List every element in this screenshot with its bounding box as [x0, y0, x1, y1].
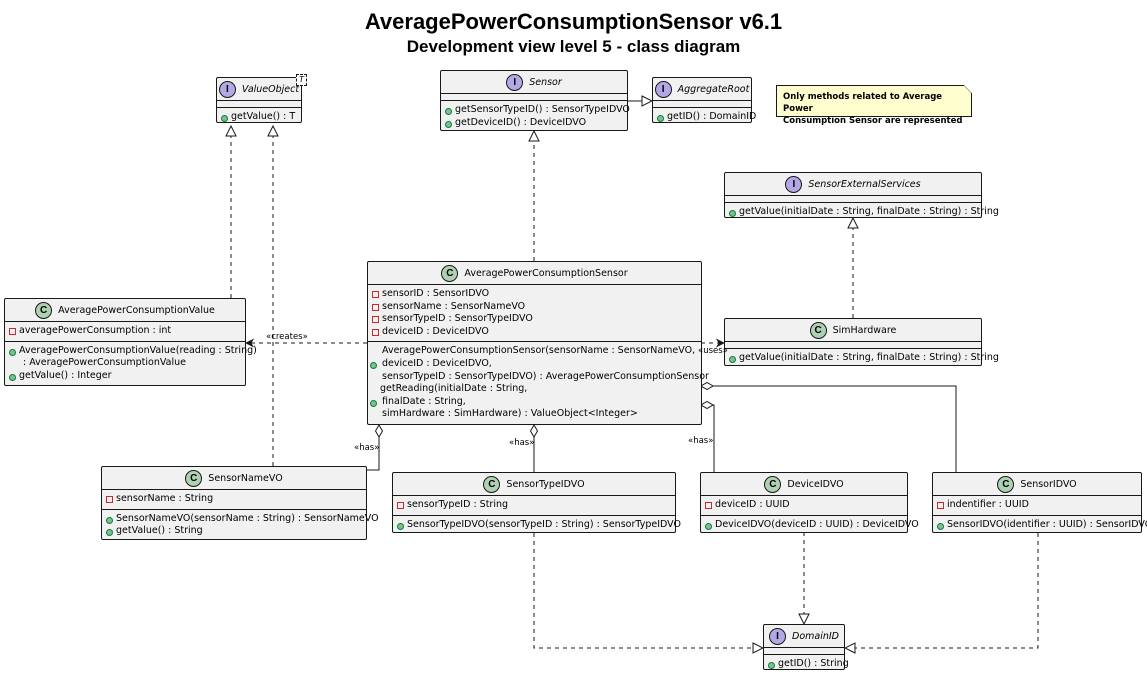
method-row: getID() : DomainID	[657, 111, 756, 124]
aggregation-sensoridvo	[701, 386, 957, 472]
note: Only methods related to Average Power Co…	[776, 85, 972, 126]
creates-label: «creates»	[266, 332, 308, 342]
method-row: getValue() : T	[221, 111, 297, 124]
method-row: getValue() : Integer	[9, 370, 241, 383]
method-line: AveragePowerConsumptionSensor(sensorName…	[382, 345, 696, 357]
class-name: AggregateRoot	[677, 83, 750, 95]
method-row: SensorIDVO(identifier : UUID) : SensorID…	[937, 519, 1147, 532]
method-line: getReading(initialDate : String,	[380, 383, 528, 395]
method-row: SensorNameVO(sensorName : String) : Sens…	[106, 513, 379, 526]
method-line: simHardware : SimHardware) : ValueObject…	[382, 408, 638, 420]
field-row: sensorID : SensorIDVO	[372, 288, 697, 301]
class-icon: C	[764, 475, 782, 493]
method-line: : AveragePowerConsumptionValue	[23, 357, 186, 369]
class-icon: C	[997, 475, 1015, 493]
field-row: sensorTypeID : SensorTypeIDVO	[372, 313, 697, 326]
class-name: DeviceIDVO	[787, 478, 844, 490]
field-row: sensorName : String	[106, 493, 362, 506]
aggregateroot-interface[interactable]: I AggregateRoot getID() : DomainID	[652, 77, 756, 124]
simhardware-class[interactable]: C SimHardware getValue(initialDate : Str…	[724, 318, 999, 366]
type-parameter: T	[296, 74, 307, 86]
method-row: getValue() : String	[106, 525, 362, 538]
field-row: sensorName : SensorNameVO	[372, 301, 697, 314]
has-label: «has»	[688, 436, 714, 446]
note-line: Consumption Sensor are represented	[783, 116, 963, 126]
method-line: deviceID : DeviceIDVO,	[370, 358, 697, 371]
class-name: SensorExternalServices	[808, 178, 921, 190]
method-row: getValue(initialDate : String, finalDate…	[729, 206, 999, 219]
has-label: «has»	[509, 438, 535, 448]
class-icon: C	[483, 475, 501, 493]
class-icon: C	[35, 301, 53, 319]
sensoridvo-class[interactable]: C SensorIDVO indentifier : UUID SensorID…	[932, 472, 1147, 533]
note-line: Only methods related to Average Power	[783, 92, 943, 114]
interface-icon: I	[506, 73, 524, 91]
method-line: sensorTypeID : SensorTypeIDVO) : Average…	[382, 370, 709, 382]
method-row: getID() : String	[768, 658, 849, 671]
class-icon: C	[185, 469, 203, 487]
realization-sensortypeidvo-domainid	[533, 533, 763, 648]
method-row: getDeviceID() : DeviceIDVO	[445, 117, 623, 130]
field-row: averagePowerConsumption : int	[9, 325, 241, 338]
method-line: AveragePowerConsumptionValue(reading : S…	[9, 345, 257, 358]
interface-icon: I	[654, 80, 672, 98]
class-name: ValueObject	[241, 83, 300, 95]
method-row: getValue(initialDate : String, finalDate…	[729, 352, 999, 365]
deviceidvo-class[interactable]: C DeviceIDVO deviceID : UUID DeviceIDVO(…	[700, 472, 919, 533]
method-row: SensorTypeIDVO(sensorTypeID : String) : …	[397, 519, 681, 532]
class-name: SimHardware	[832, 324, 897, 336]
method-row: getSensorTypeID() : SensorTypeIDVO	[445, 104, 630, 117]
uses-label: «uses»	[698, 346, 728, 356]
class-icon: C	[441, 264, 459, 282]
aggregation-deviceidvo	[701, 405, 715, 472]
averagepowerconsumptionvalue-class[interactable]: C AveragePowerConsumptionValue averagePo…	[4, 298, 257, 386]
class-icon: C	[809, 321, 827, 339]
valueobject-interface[interactable]: I ValueObject T getValue() : T	[216, 74, 307, 124]
field-row: sensorTypeID : String	[397, 499, 671, 512]
class-name: AveragePowerConsumptionSensor	[464, 267, 628, 279]
sensortypeidvo-class[interactable]: C SensorTypeIDVO sensorTypeID : String S…	[392, 472, 681, 533]
interface-icon: I	[769, 627, 787, 645]
class-name: Sensor	[529, 76, 562, 88]
sensor-interface[interactable]: I Sensor getSensorTypeID() : SensorTypeI…	[440, 70, 630, 131]
interface-icon: I	[785, 175, 803, 193]
class-name: AveragePowerConsumptionValue	[58, 304, 215, 316]
sensorexternalservices-interface[interactable]: I SensorExternalServices getValue(initia…	[724, 172, 999, 219]
diagram-title: AveragePowerConsumptionSensor v6.1	[364, 9, 783, 34]
field-row: deviceID : DeviceIDVO	[372, 326, 697, 339]
class-name: SensorNameVO	[208, 472, 283, 484]
method-row: DeviceIDVO(deviceID : UUID) : DeviceIDVO	[705, 519, 919, 532]
aggregation-sensornamevo	[367, 425, 379, 471]
sensornamevo-class[interactable]: C SensorNameVO sensorName : String Senso…	[101, 466, 379, 540]
field-row: indentifier : UUID	[937, 499, 1137, 512]
field-row: deviceID : UUID	[705, 499, 903, 512]
domainid-interface[interactable]: I DomainID getID() : String	[763, 624, 849, 671]
averagepowerconsumptionsensor-class[interactable]: C AveragePowerConsumptionSensor sensorID…	[367, 261, 709, 425]
diagram-subtitle: Development view level 5 - class diagram	[406, 37, 741, 56]
interface-icon: I	[218, 80, 236, 98]
class-name: SensorIDVO	[1020, 478, 1077, 490]
has-label: «has»	[354, 443, 380, 453]
class-name: DomainID	[792, 630, 839, 642]
realization-sensoridvo-domainid	[845, 533, 1039, 648]
method-line: finalDate : String,	[370, 396, 697, 409]
class-name: SensorTypeIDVO	[506, 478, 585, 490]
